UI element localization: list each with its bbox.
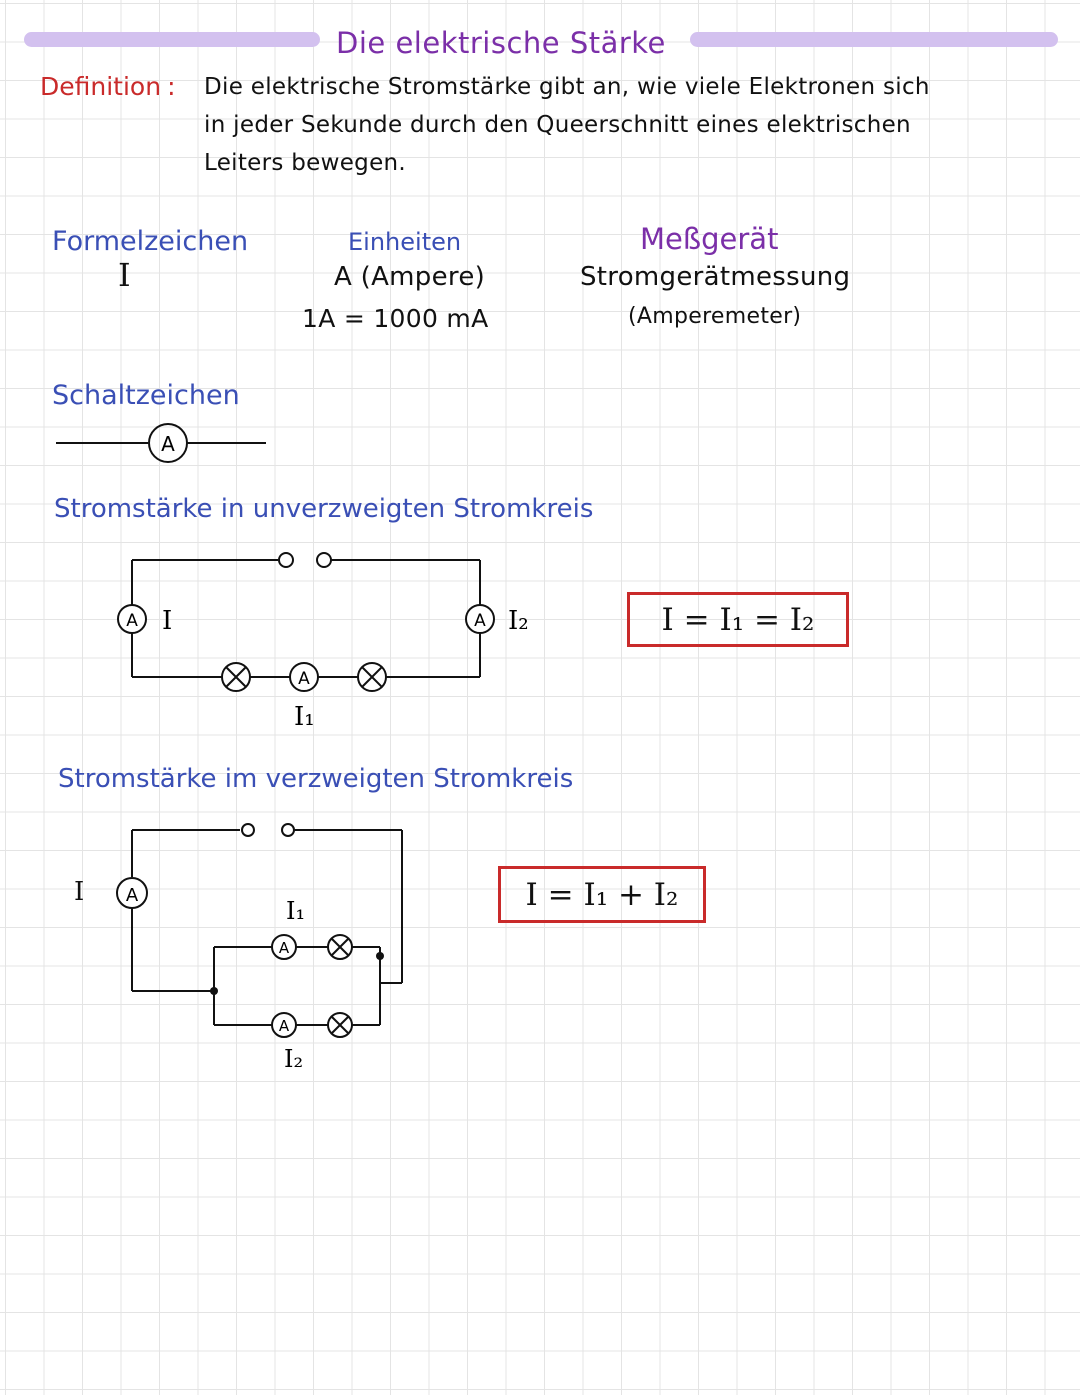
ammeter-letter: A — [126, 611, 138, 631]
units-line-1: A (Ampere) — [334, 262, 486, 292]
formula-symbol-heading: Formelzeichen — [52, 226, 249, 257]
lamp-cross — [225, 666, 247, 688]
ammeter-letter: A — [161, 432, 175, 456]
label-I1: I₁ — [286, 897, 305, 925]
definition-line-3: Leiters bewegen. — [204, 150, 407, 176]
parallel-circuit-diagram: A A A I₁ I₂ — [116, 823, 403, 1073]
ammeter-letter: A — [298, 669, 310, 689]
ammeter-letter: A — [126, 885, 139, 906]
ammeter-letter: A — [279, 1017, 290, 1035]
units-line-2: 1A = 1000 mA — [302, 304, 489, 333]
ammeter-symbol: A — [56, 423, 266, 463]
definition-label-text: Definition — [40, 72, 162, 101]
ammeter-letter: A — [474, 611, 486, 631]
switch-contact — [241, 823, 255, 837]
series-formula-box: I = I₁ = I₂ — [627, 592, 849, 647]
switch-contact — [316, 552, 332, 568]
definition-label: Definition: — [40, 72, 176, 101]
lamp-cross — [331, 1016, 349, 1034]
definition-colon: : — [167, 72, 176, 101]
junction-dot — [376, 952, 384, 960]
definition-line-1: Die elektrische Stromstärke gibt an, wie… — [204, 74, 930, 100]
title-bar-right — [690, 32, 1058, 47]
series-circuit-heading: Stromstärke in unverzweigten Stromkreis — [54, 494, 594, 524]
parallel-circuit-heading: Stromstärke im verzweigten Stromkreis — [58, 764, 574, 794]
meter-heading: Meßgerät — [640, 222, 779, 256]
switch-contact — [278, 552, 294, 568]
meter-line-1: Stromgerätmessung — [580, 262, 851, 292]
label-I1: I₁ — [294, 702, 315, 732]
lamp-cross — [361, 666, 383, 688]
ammeter-letter: A — [279, 939, 290, 957]
parallel-formula-box: I = I₁ + I₂ — [498, 866, 706, 923]
label-I2: I₂ — [284, 1045, 303, 1073]
parallel-label-I: I — [74, 877, 85, 907]
title-bar-left — [24, 32, 320, 47]
parallel-formula: I = I₁ + I₂ — [525, 876, 679, 913]
formula-symbol-value: I — [118, 256, 131, 294]
label-I: I — [162, 606, 172, 636]
page-title: Die elektrische Stärke — [336, 26, 666, 60]
label-I2: I₂ — [508, 606, 529, 636]
definition-line-2: in jeder Sekunde durch den Queerschnitt … — [204, 112, 911, 138]
lamp-cross — [331, 938, 349, 956]
circuit-symbol-heading: Schaltzeichen — [52, 380, 240, 411]
meter-line-2: (Amperemeter) — [628, 304, 802, 329]
series-circuit-diagram: A A A I I₂ I₁ — [117, 552, 529, 732]
series-formula: I = I₁ = I₂ — [661, 601, 815, 638]
units-heading: Einheiten — [348, 228, 462, 256]
switch-contact — [281, 823, 295, 837]
